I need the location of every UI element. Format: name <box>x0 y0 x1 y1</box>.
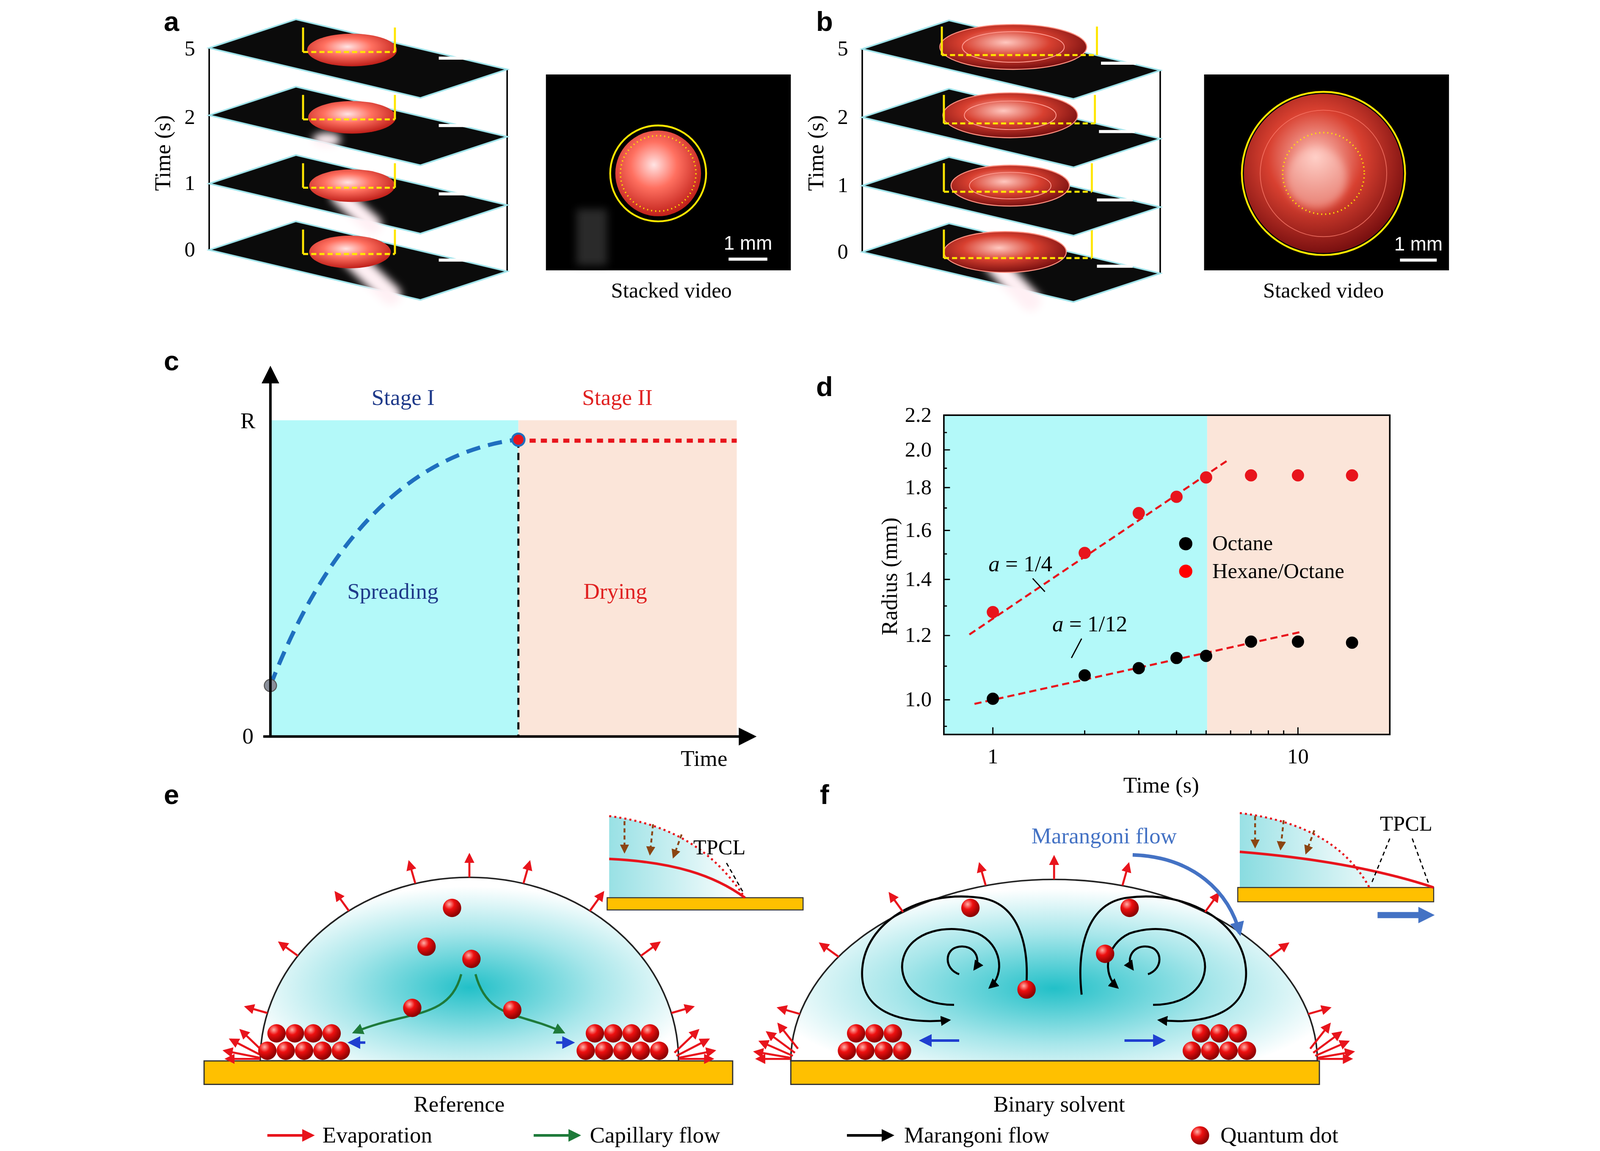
tick-label: 10 <box>1287 745 1309 770</box>
legend-swatch <box>1179 537 1193 551</box>
stage-title: Stage I <box>371 385 435 411</box>
axis-label: 0 <box>242 724 254 749</box>
tick-label: 1 <box>184 171 196 196</box>
panel-caption: Reference <box>413 1092 505 1118</box>
tick-label: 1.8 <box>904 475 932 500</box>
stage-name: Spreading <box>347 579 439 605</box>
panel-letter: f <box>819 780 830 812</box>
tick-label: 1.6 <box>904 518 932 543</box>
tick-label: 5 <box>184 37 196 61</box>
axis-title: Time (s) <box>151 115 176 191</box>
panel-letter: d <box>816 372 834 403</box>
panel-letter: c <box>163 347 180 378</box>
legend-text: Marangoni flow <box>904 1123 1050 1148</box>
panel-letter: e <box>163 780 180 812</box>
tick-label: 5 <box>837 37 849 61</box>
legend-text: Capillary flow <box>589 1123 720 1148</box>
image-caption: Stacked video <box>1263 278 1384 303</box>
panel-caption: Binary solvent <box>993 1092 1126 1118</box>
tick-label: 2.0 <box>904 438 932 462</box>
axis-title: Radius (mm) <box>877 517 903 636</box>
flow-label: Marangoni flow <box>1031 824 1177 850</box>
stage-band: Stage I Spreading <box>270 372 519 737</box>
legend-text: Hexane/Octane <box>1212 559 1345 584</box>
legend-text: Quantum dot <box>1220 1123 1338 1148</box>
fit-slope-label: a = 1/4 <box>988 551 1053 577</box>
axis-title: Time (s) <box>803 115 829 191</box>
tick-label: 2 <box>837 105 849 130</box>
axis-title: Time (s) <box>1123 773 1200 798</box>
axis-label: R <box>240 408 256 434</box>
legend-swatch <box>1179 564 1193 578</box>
time-stack-b <box>862 20 1161 302</box>
callout-label: TPCL <box>693 835 746 860</box>
tick-label: 2.2 <box>904 403 932 428</box>
tick-label: 1.2 <box>904 623 932 648</box>
tick-label: 1 <box>987 745 999 770</box>
legend-text: Evaporation <box>322 1123 433 1148</box>
reference-inset <box>606 816 803 911</box>
time-stack-a <box>209 19 508 301</box>
tick-label: 0 <box>837 240 849 265</box>
stage-name: Drying <box>583 579 648 605</box>
tick-label: 2 <box>184 105 196 130</box>
panel-letter: b <box>816 7 834 38</box>
axis-title: Time <box>680 746 728 772</box>
scale-bar-label: 1 mm <box>1394 234 1443 256</box>
fit-slope-label: a = 1/12 <box>1052 612 1128 637</box>
scale-bar-label: 1 mm <box>723 233 773 255</box>
stacked-video-b <box>1204 74 1450 271</box>
radius-plot <box>943 415 1390 735</box>
image-caption: Stacked video <box>611 278 732 303</box>
stage-schematic <box>263 369 754 737</box>
stacked-video-a <box>546 74 792 271</box>
tick-label: 1.0 <box>904 688 932 712</box>
tick-label: 1 <box>837 173 849 198</box>
legend-text: Octane <box>1212 532 1273 556</box>
callout-label: TPCL <box>1379 812 1433 837</box>
stage-band: Stage II Drying <box>518 372 737 737</box>
panel-letter: a <box>163 7 180 38</box>
tick-label: 1.4 <box>904 567 932 592</box>
stage-title: Stage II <box>582 385 653 411</box>
tick-label: 0 <box>184 238 196 263</box>
